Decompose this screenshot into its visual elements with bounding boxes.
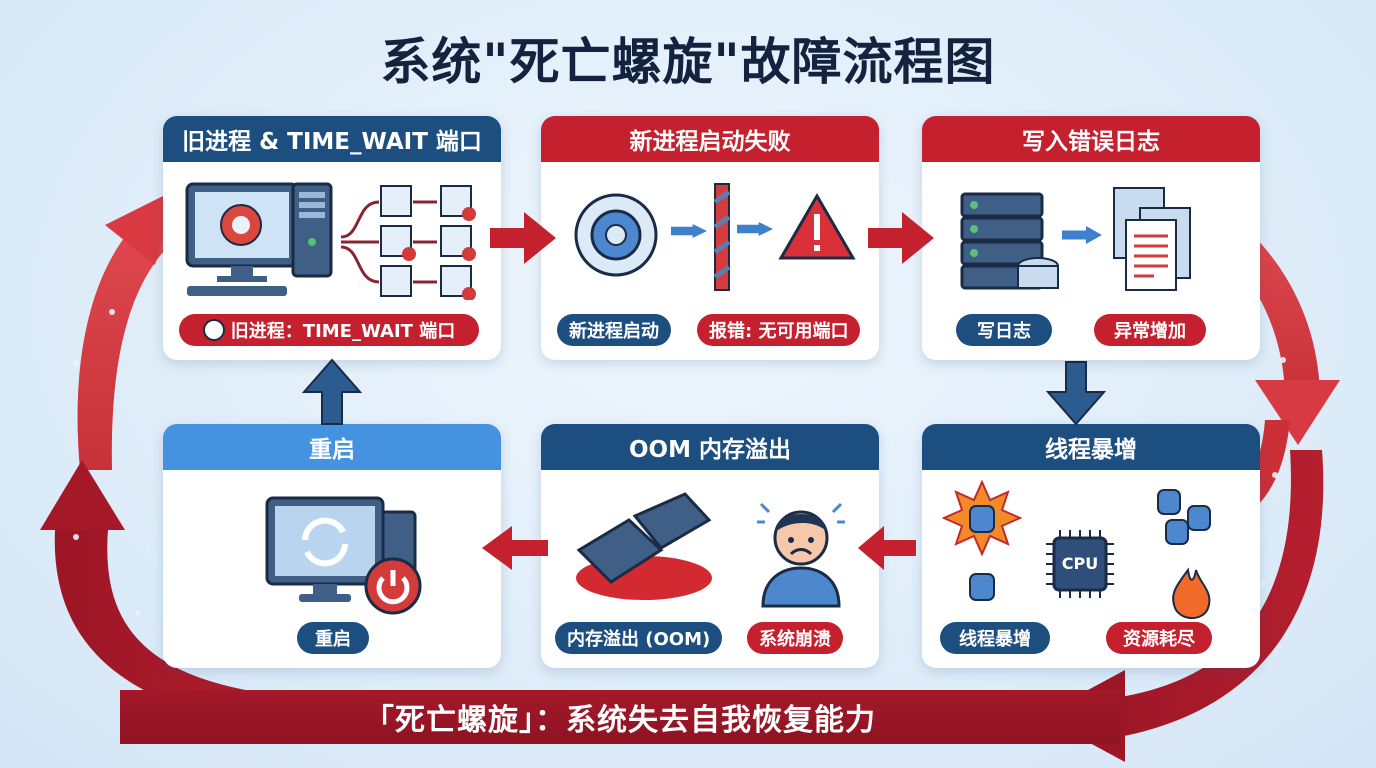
card-header: 重启 <box>163 424 501 470</box>
card-thread-surge: 线程暴增 CPU 线程暴增 资源耗尽 <box>922 424 1260 668</box>
card-header: 旧进程 & TIME_WAIT 端口 <box>163 116 501 162</box>
pill-write-log: 写日志 <box>956 314 1052 346</box>
computer-gear-icon <box>185 182 299 296</box>
card-write-error-log: 写入错误日志 写日志 异常增加 <box>922 116 1260 360</box>
card-header: OOM 内存溢出 <box>541 424 879 470</box>
loop-arrow-left-upper <box>77 210 175 470</box>
death-spiral-banner: 「死亡螺旋」：系统失去自我恢复能力 <box>120 690 1120 744</box>
worried-person-icon <box>757 502 845 608</box>
loop-arrowhead-left-upper <box>105 190 175 265</box>
database-burst-icon <box>942 479 1022 601</box>
card-header: 新进程启动失败 <box>541 116 879 162</box>
page-title: 系统"死亡螺旋"故障流程图 <box>380 33 996 91</box>
log-documents-icon <box>1113 187 1191 291</box>
barrier-icon <box>713 183 731 291</box>
tower-pc-icon <box>291 182 333 278</box>
pill-restart: 重启 <box>297 622 369 654</box>
card-new-process-fail: 新进程启动失败 新进程启动 报错: 无可用端口 <box>541 116 879 360</box>
arrow-right-icon <box>671 224 707 238</box>
pill-out-of-memory: 内存溢出 (OOM) <box>555 622 723 654</box>
card-old-process: 旧进程 & TIME_WAIT 端口 <box>163 116 501 360</box>
card-restart: 重启 重启 <box>163 424 501 668</box>
power-icon <box>364 557 422 615</box>
fire-icon <box>1157 489 1211 619</box>
cpu-icon <box>1046 530 1114 598</box>
card-oom: OOM 内存溢出 内存溢出 (OOM) 系统崩溃 <box>541 424 879 668</box>
gear-refresh-icon <box>574 193 658 277</box>
pill-error-no-port: 报错: 无可用端口 <box>697 314 861 346</box>
pill-system-crash: 系统崩溃 <box>747 622 843 654</box>
broken-memory-icon <box>576 492 712 600</box>
pill-exceptions-increase: 异常增加 <box>1094 314 1206 346</box>
pill-thread-surge: 线程暴增 <box>940 622 1050 654</box>
warning-icon <box>778 193 856 260</box>
card-header: 写入错误日志 <box>922 116 1260 162</box>
loop-arrowhead-left-lower <box>40 460 125 530</box>
arrow-right-icon <box>737 222 773 236</box>
card-header: 线程暴增 <box>922 424 1260 470</box>
loop-arrowhead-right-upper <box>1255 380 1340 445</box>
cpu-label: CPU <box>1061 554 1099 573</box>
pill-new-process-start: 新进程启动 <box>557 314 671 346</box>
clock-icon <box>202 319 225 341</box>
pill-old-process-timewait: 旧进程：TIME_WAIT 端口 <box>179 314 479 346</box>
port-window-icon <box>341 185 476 300</box>
server-database-icon <box>960 192 1059 290</box>
arrow-right-icon <box>1062 226 1102 244</box>
pill-resources-exhausted: 资源耗尽 <box>1106 622 1212 654</box>
